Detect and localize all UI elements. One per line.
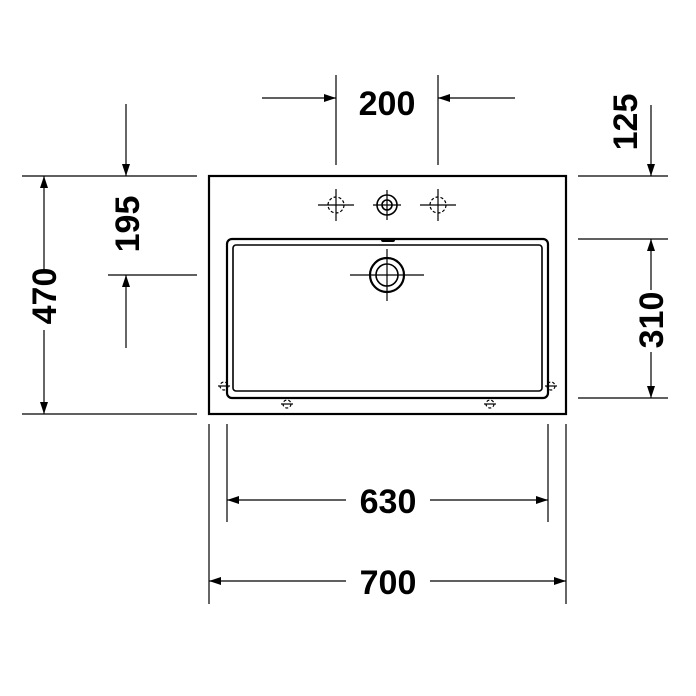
basin-outer-edge	[207, 174, 568, 416]
dimension-label-195: 195	[109, 196, 147, 253]
dimension-label-310: 310	[633, 292, 671, 349]
dimension-bowl-depth: 310	[578, 238, 671, 399]
tap-hole-right-optional-icon	[420, 189, 456, 221]
mounting-points	[218, 381, 557, 409]
dimension-back-to-drain: 195	[108, 104, 197, 348]
dimension-label-125: 125	[607, 94, 645, 151]
dimension-label-700: 700	[360, 564, 417, 602]
mounting-point-icon	[484, 399, 496, 409]
dimension-overall-depth: 470	[22, 175, 197, 415]
dimension-tap-hole-to-back: 125	[578, 94, 668, 177]
bowl-inner-edge	[232, 244, 543, 392]
dimension-label-630: 630	[360, 483, 417, 521]
tap-holes	[318, 189, 456, 242]
mounting-point-icon	[281, 399, 293, 409]
tap-hole-center-icon	[373, 190, 401, 220]
tap-hole-left-optional-icon	[318, 189, 354, 221]
dimension-bowl-width: 630	[226, 424, 549, 522]
dimension-label-470: 470	[26, 268, 64, 325]
dimension-label-200: 200	[359, 85, 416, 123]
dimension-overall-width: 700	[208, 424, 567, 604]
mounting-point-icon	[218, 381, 230, 391]
overflow-slot-icon	[381, 238, 395, 242]
mounting-point-icon	[545, 381, 557, 391]
drain-icon	[350, 249, 424, 301]
dimension-tap-hole-spacing: 200	[262, 75, 515, 165]
